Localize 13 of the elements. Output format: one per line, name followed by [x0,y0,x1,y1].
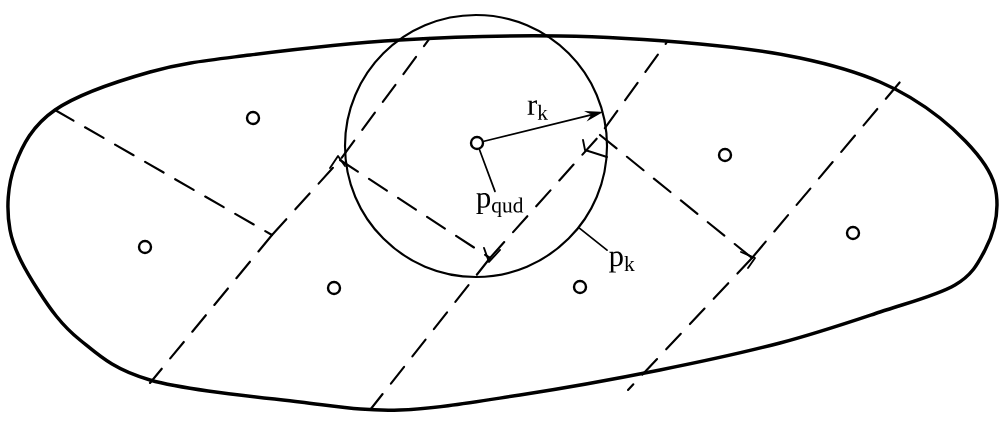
point-marker [717,147,733,163]
leader-line [578,227,608,251]
edge-label: r$_{k}$ [525,99,550,122]
point-label: p$_{qud}$ [476,193,524,217]
point-label: p$_{k}$ [609,251,635,273]
point-marker [137,239,153,255]
leader-line [478,148,496,193]
point-marker [326,280,342,296]
search-circle [343,13,609,279]
point-marker [469,135,485,151]
point-marker [572,279,588,295]
point-marker [245,110,261,126]
point-marker [845,225,861,241]
